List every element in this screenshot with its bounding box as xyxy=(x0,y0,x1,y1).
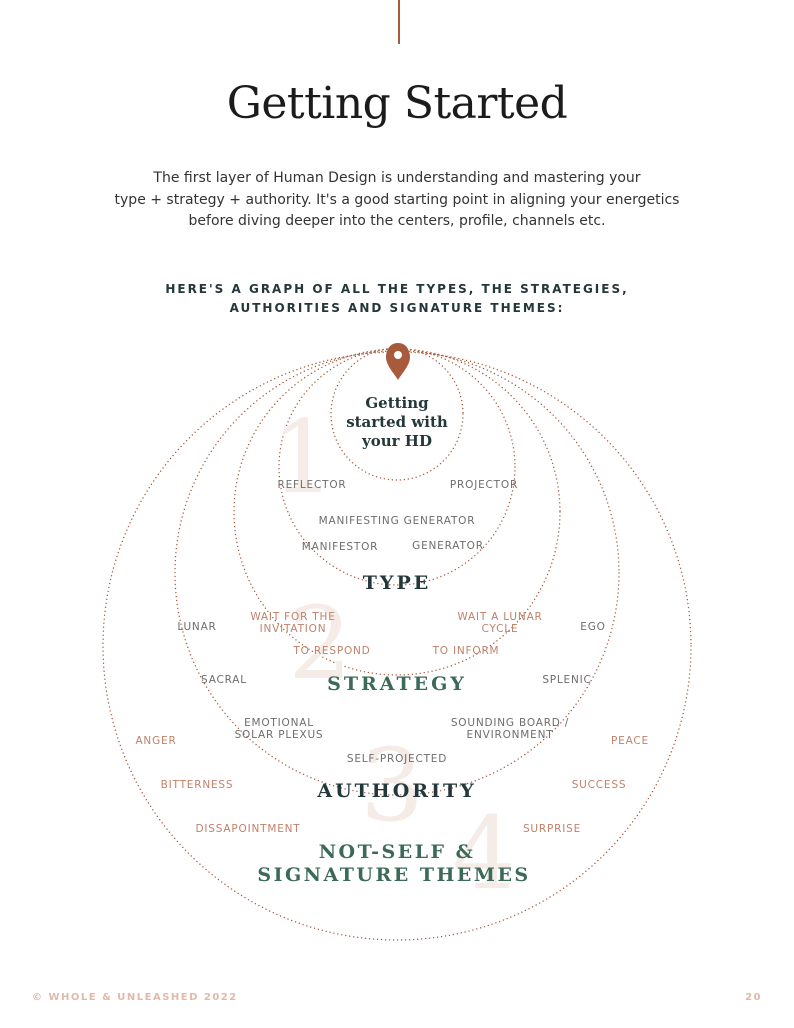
label-reflector: REFLECTOR xyxy=(278,479,347,491)
center-label: Getting started with your HD xyxy=(346,394,448,450)
layer-number: 1 xyxy=(271,399,335,516)
outer-circle-themes xyxy=(102,351,692,941)
themes-title: NOT-SELF & SIGNATURE THEMES xyxy=(257,841,530,886)
graph-heading-line: HERE'S A GRAPH OF ALL THE TYPES, THE STR… xyxy=(165,282,629,296)
label-surprise: SURPRISE xyxy=(523,823,581,835)
label-projector: PROJECTOR xyxy=(450,479,518,491)
circle-strategy xyxy=(233,348,561,676)
center-label-line: your HD xyxy=(361,432,432,450)
label-to-respond: TO RESPOND xyxy=(292,645,370,657)
footer-copyright: © WHOLE & UNLEASHED 2022 xyxy=(32,992,238,1003)
label-sounding-board: SOUNDING BOARD / xyxy=(451,717,569,729)
label-lunar: LUNAR xyxy=(177,621,216,633)
graph-heading: HERE'S A GRAPH OF ALL THE TYPES, THE STR… xyxy=(0,280,794,318)
layer-number: 3 xyxy=(360,727,424,844)
circle-center xyxy=(330,347,464,481)
label-sounding-board: ENVIRONMENT xyxy=(467,729,554,741)
footer-page-number: 20 xyxy=(745,992,762,1003)
label-disappointment: DISSAPOINTMENT xyxy=(195,823,300,835)
graph-circles xyxy=(102,347,692,941)
label-anger: ANGER xyxy=(135,735,176,747)
type-labels: REFLECTOR PROJECTOR MANIFESTING GENERATO… xyxy=(278,479,518,553)
intro-line: The first layer of Human Design is under… xyxy=(153,170,641,186)
strategy-title: STRATEGY xyxy=(327,673,467,695)
type-title: TYPE xyxy=(363,572,431,594)
label-splenic: SPLENIC xyxy=(542,674,591,686)
circle-type xyxy=(278,348,516,586)
intro-line: type + strategy + authority. It's a good… xyxy=(114,191,680,208)
layer-numbers: 1 2 3 4 xyxy=(271,399,516,912)
label-wait-invitation: INVITATION xyxy=(260,623,327,635)
circle-authority xyxy=(174,350,620,796)
label-to-inform: TO INFORM xyxy=(432,645,500,657)
layer-number: 2 xyxy=(288,585,352,702)
label-generator: GENERATOR xyxy=(412,540,484,552)
page-title: Getting Started xyxy=(226,78,568,129)
authority-labels: LUNAR EGO SACRAL SPLENIC EMOTIONAL SOLAR… xyxy=(177,621,605,765)
center-label-line: Getting xyxy=(365,394,429,412)
label-emotional: SOLAR PLEXUS xyxy=(235,729,324,741)
layer-number: 4 xyxy=(452,795,516,912)
themes-labels: ANGER PEACE BITTERNESS SUCCESS DISSAPOIN… xyxy=(135,735,649,835)
intro-line: before diving deeper into the centers, p… xyxy=(188,213,606,229)
label-wait-lunar: WAIT A LUNAR xyxy=(457,611,542,623)
label-wait-lunar: CYCLE xyxy=(482,623,519,635)
themes-title-line: NOT-SELF & xyxy=(319,841,476,863)
top-divider-line xyxy=(398,0,400,44)
label-wait-invitation: WAIT FOR THE xyxy=(250,611,335,623)
themes-title-line: SIGNATURE THEMES xyxy=(257,864,530,886)
label-sacral: SACRAL xyxy=(201,674,247,686)
graph-heading-line: AUTHORITIES AND SIGNATURE THEMES: xyxy=(229,301,565,315)
location-pin-icon xyxy=(386,343,410,380)
label-peace: PEACE xyxy=(611,735,649,747)
label-manifestor: MANIFESTOR xyxy=(302,541,379,553)
intro-paragraph: The first layer of Human Design is under… xyxy=(80,168,714,233)
label-bitterness: BITTERNESS xyxy=(161,779,234,791)
label-ego: EGO xyxy=(580,621,605,633)
authority-title: AUTHORITY xyxy=(316,780,476,802)
label-self-projected: SELF-PROJECTED xyxy=(347,753,447,765)
label-manifesting-generator: MANIFESTING GENERATOR xyxy=(319,515,476,527)
label-success: SUCCESS xyxy=(572,779,627,791)
strategy-labels: WAIT FOR THE INVITATION WAIT A LUNAR CYC… xyxy=(250,611,542,657)
center-label-line: started with xyxy=(346,413,448,431)
label-emotional: EMOTIONAL xyxy=(244,717,314,729)
